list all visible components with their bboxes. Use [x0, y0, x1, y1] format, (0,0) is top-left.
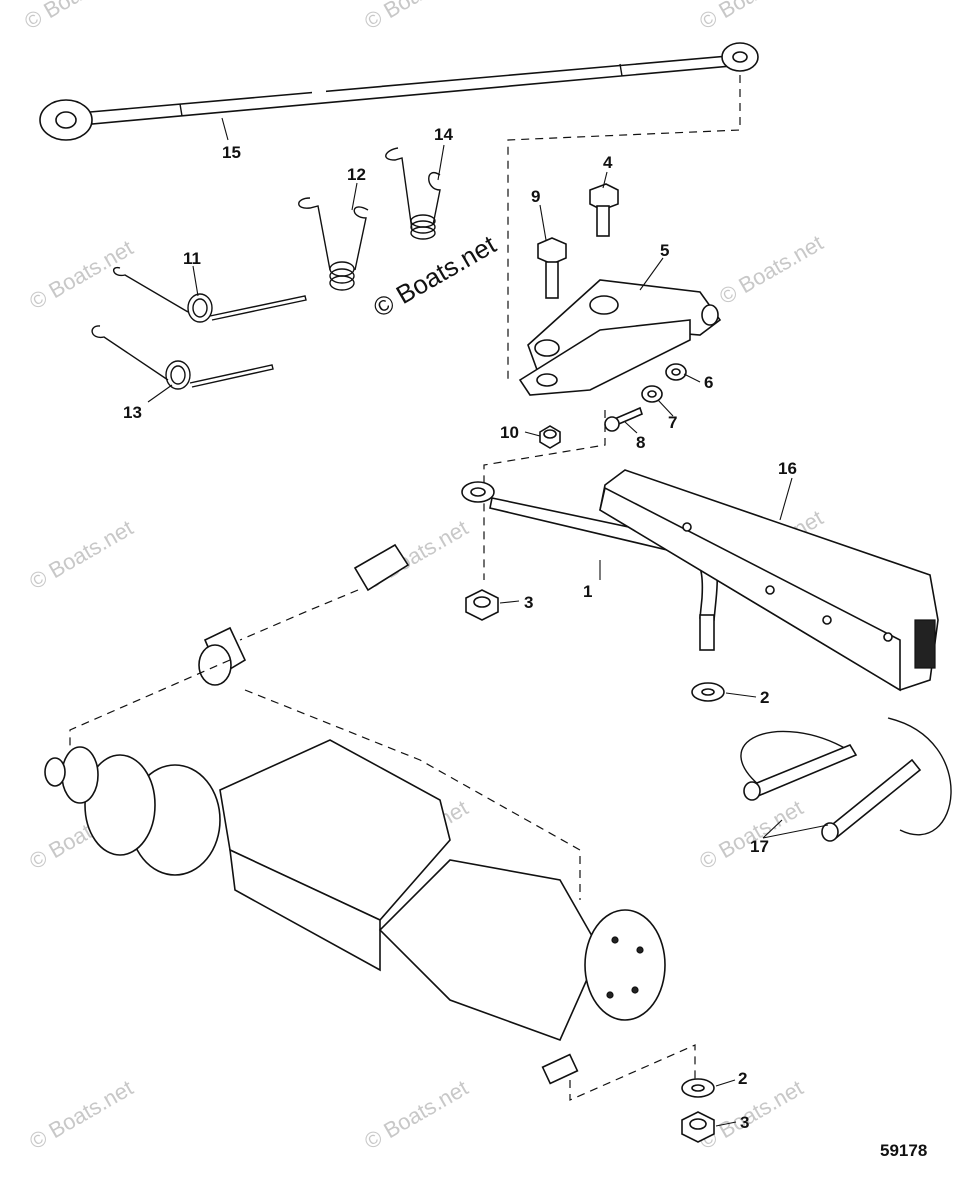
callout-1: 1 [583, 582, 592, 601]
connector [198, 543, 410, 686]
callout-3: 3 [524, 593, 533, 612]
washer-part-7 [641, 385, 663, 403]
spring-part-11 [113, 266, 307, 323]
watermark: © Boats.net [695, 0, 807, 34]
spring-part-13 [91, 325, 274, 390]
watermark: © Boats.net [25, 515, 137, 594]
nut-part-3 [465, 589, 499, 621]
rod-part-15 [39, 42, 759, 141]
nut-part-3-lower [681, 1111, 715, 1143]
callout-14: 14 [434, 125, 453, 144]
watermark: © Boats.net [20, 0, 132, 34]
callout-labels: 15 14 12 11 13 9 4 5 6 7 8 10 16 1 3 2 1… [123, 125, 797, 1132]
washer-part-2 [691, 682, 725, 702]
callout-4: 4 [603, 153, 613, 172]
lockwasher-part-6 [665, 363, 687, 381]
callout-12: 12 [347, 165, 366, 184]
housing-part-16 [599, 469, 939, 692]
figure-number: 59178 [880, 1141, 927, 1160]
callout-2: 2 [760, 688, 769, 707]
pin-part-17 [740, 717, 952, 842]
callout-7: 7 [668, 413, 677, 432]
nut-part-10 [539, 425, 561, 449]
screw-part-8 [604, 406, 643, 432]
connection-line [483, 410, 606, 580]
callout-2-lower: 2 [738, 1069, 747, 1088]
watermark: © Boats.net [360, 0, 472, 34]
watermark: © Boats.net [715, 230, 827, 309]
callout-10: 10 [500, 423, 519, 442]
connection-line [507, 75, 741, 380]
bolt-part-4 [589, 183, 619, 237]
callout-13: 13 [123, 403, 142, 422]
callout-16: 16 [778, 459, 797, 478]
washer-part-2-lower [681, 1078, 715, 1098]
actuator-assembly [44, 659, 696, 1101]
watermark-center: © Boats.net [368, 229, 502, 323]
callout-9: 9 [531, 187, 540, 206]
watermark: © Boats.net [360, 1075, 472, 1154]
watermark: © Boats.net [25, 235, 137, 314]
bracket-part-5 [518, 279, 722, 396]
callout-3-lower: 3 [740, 1113, 749, 1132]
callout-17: 17 [750, 837, 769, 856]
callout-8: 8 [636, 433, 645, 452]
watermark: © Boats.net [25, 1075, 137, 1154]
callout-5: 5 [660, 241, 669, 260]
watermark: © Boats.net [695, 795, 807, 874]
callout-15: 15 [222, 143, 241, 162]
spring-part-14 [385, 147, 441, 240]
link-arm-part-1 [461, 481, 719, 651]
bolt-part-9 [537, 237, 567, 299]
callout-11: 11 [183, 249, 201, 268]
spring-part-12 [298, 197, 369, 291]
callout-6: 6 [704, 373, 713, 392]
leader-lines [147, 117, 829, 1127]
